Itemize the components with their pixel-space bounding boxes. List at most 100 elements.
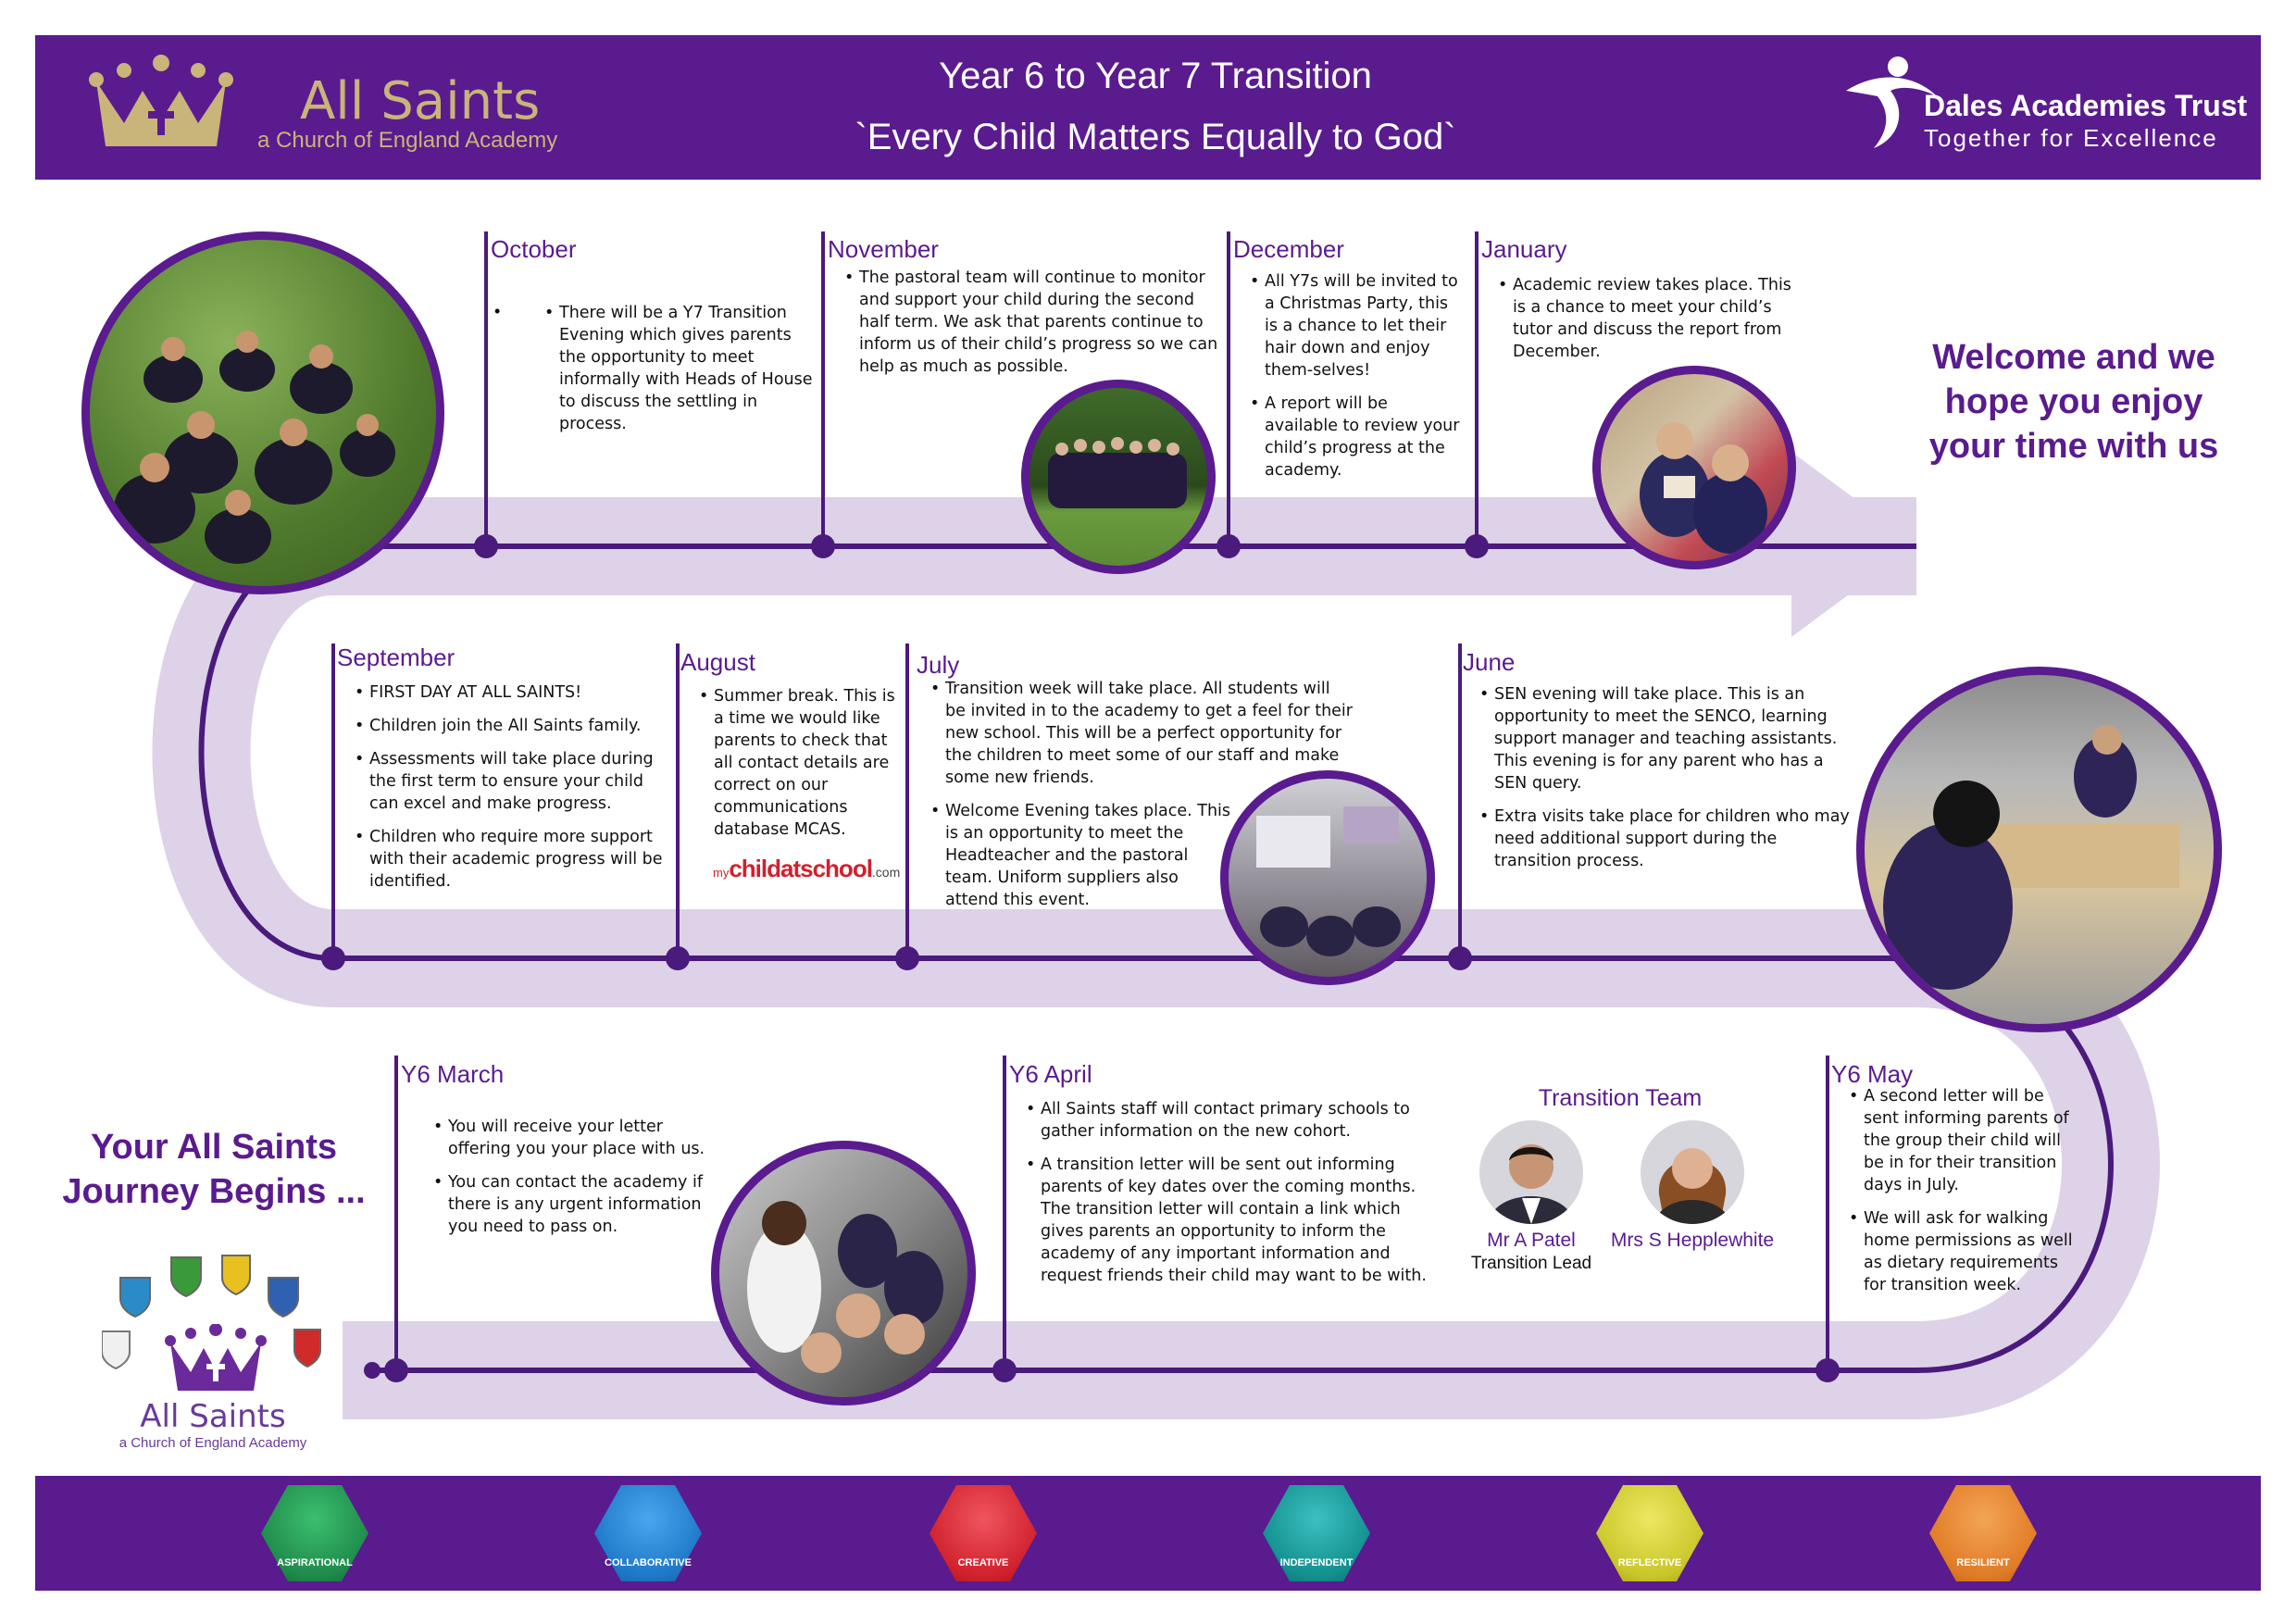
december-item: All Y7s will be invited to a Christmas P… xyxy=(1250,270,1463,381)
trust-logo-icon xyxy=(1841,54,1942,160)
march-text: You will receive your letter offering yo… xyxy=(433,1116,720,1249)
may-dot xyxy=(1816,1358,1840,1382)
photo-science-lesson xyxy=(711,1141,976,1405)
november-item: The pastoral team will continue to monit… xyxy=(844,267,1224,378)
photo-students-on-grass xyxy=(81,231,444,594)
may-text: A second letter will be sent informing p… xyxy=(1849,1085,2080,1307)
october-item: There will be a Y7 Transition Evening wh… xyxy=(544,302,813,435)
october-bullet: • xyxy=(494,302,501,320)
trust-name: Dales Academies Trust xyxy=(1924,89,2248,122)
crown-logo xyxy=(87,54,235,162)
april-item: All Saints staff will contact primary sc… xyxy=(1026,1098,1433,1143)
trust-tagline: Together for Excellence xyxy=(1924,124,2218,152)
march-line xyxy=(394,1056,398,1370)
team-member-role: Transition Lead xyxy=(1470,1254,1592,1273)
december-text: All Y7s will be invited to a Christmas P… xyxy=(1250,270,1463,493)
october-dot xyxy=(474,534,498,558)
january-heading: January xyxy=(1481,235,1567,263)
value-badge-independent: INDEPENDENT xyxy=(1263,1485,1370,1581)
avatar-mrs-hepplewhite xyxy=(1641,1120,1744,1224)
august-dot xyxy=(666,946,690,970)
all-saints-crown-icon xyxy=(165,1323,267,1403)
december-line xyxy=(1227,231,1230,546)
brand-name: All Saints xyxy=(300,71,541,131)
june-dot xyxy=(1448,946,1472,970)
partner-school-crests xyxy=(102,1255,321,1370)
october-text: There will be a Y7 Transition Evening wh… xyxy=(544,302,813,446)
welcome-message: Welcome and we hope you enjoy your time … xyxy=(1928,338,2219,466)
team-member-name: Mr A Patel xyxy=(1487,1230,1576,1251)
september-item: Children join the All Saints family. xyxy=(355,715,669,737)
avatar-mr-patel xyxy=(1479,1120,1583,1224)
december-dot xyxy=(1217,534,1241,558)
march-dot xyxy=(384,1358,408,1382)
footer-values-banner: ASPIRATIONAL COLLABORATIVE CREATIVE INDE… xyxy=(35,1476,2261,1591)
may-item: We will ask for walking home permissions… xyxy=(1849,1207,2080,1296)
page-title: Year 6 to Year 7 Transition xyxy=(939,56,1372,96)
value-badge-creative: CREATIVE xyxy=(930,1485,1037,1581)
value-badge-collaborative: COLLABORATIVE xyxy=(594,1485,702,1581)
september-line xyxy=(331,643,335,958)
august-text: Summer break. This is a time we would li… xyxy=(699,685,898,852)
may-item: A second letter will be sent informing p… xyxy=(1849,1085,2080,1196)
september-item: Assessments will take place during the f… xyxy=(355,748,669,815)
april-text: All Saints staff will contact primary sc… xyxy=(1026,1098,1433,1298)
september-item: Children who require more support with t… xyxy=(355,826,669,893)
may-line xyxy=(1826,1056,1829,1370)
july-item: Transition week will take place. All stu… xyxy=(930,678,1353,789)
journey-start-dot xyxy=(364,1362,381,1379)
october-heading: October xyxy=(491,235,577,263)
january-dot xyxy=(1465,534,1489,558)
march-heading: Y6 March xyxy=(401,1060,505,1088)
june-heading: June xyxy=(1463,648,1516,676)
photo-group-outdoors xyxy=(1021,380,1216,574)
value-badge-reflective: REFLECTIVE xyxy=(1596,1485,1703,1581)
photo-students-reading xyxy=(1592,366,1796,569)
september-text: FIRST DAY AT ALL SAINTS! Children join t… xyxy=(355,681,669,904)
bottom-brand-name: All Saints xyxy=(140,1398,286,1435)
may-heading: Y6 May xyxy=(1831,1060,1914,1088)
transition-team-title: Transition Team xyxy=(1538,1085,1703,1111)
november-dot xyxy=(811,534,835,558)
value-badge-resilient: RESILIENT xyxy=(1929,1485,2037,1581)
journey-begins-text: Your All Saints Journey Begins ... xyxy=(62,1128,366,1211)
august-line xyxy=(676,643,680,958)
july-text: Transition week will take place. All stu… xyxy=(930,678,1353,922)
december-heading: December xyxy=(1233,235,1344,263)
march-item: You can contact the academy if there is … xyxy=(433,1171,720,1238)
august-item: Summer break. This is a time we would li… xyxy=(699,685,898,841)
april-line xyxy=(1003,1056,1006,1370)
june-item: Extra visits take place for children who… xyxy=(1479,806,1850,872)
august-heading: August xyxy=(680,648,755,676)
january-item: Academic review takes place. This is a c… xyxy=(1498,274,1803,363)
july-dot xyxy=(895,946,919,970)
november-line xyxy=(821,231,825,546)
november-heading: November xyxy=(828,235,939,263)
september-item: FIRST DAY AT ALL SAINTS! xyxy=(355,681,669,704)
april-dot xyxy=(992,1358,1017,1382)
value-badge-aspirational: ASPIRATIONAL xyxy=(261,1485,368,1581)
june-line xyxy=(1458,643,1462,958)
january-text: Academic review takes place. This is a c… xyxy=(1498,274,1803,374)
photo-students-classroom xyxy=(1856,667,2222,1032)
september-dot xyxy=(321,946,345,970)
july-item: Welcome Evening takes place. This is an … xyxy=(930,800,1232,911)
march-item: You will receive your letter offering yo… xyxy=(433,1116,720,1160)
brand-tagline: a Church of England Academy xyxy=(257,128,558,153)
page-motto: `Every Child Matters Equally to God` xyxy=(855,117,1456,157)
july-line xyxy=(905,643,909,958)
team-member-name: Mrs S Hepplewhite xyxy=(1610,1230,1775,1251)
header-banner: All Saints a Church of England Academy Y… xyxy=(35,35,2261,180)
june-item: SEN evening will take place. This is an … xyxy=(1479,683,1850,794)
june-text: SEN evening will take place. This is an … xyxy=(1479,683,1850,883)
april-heading: Y6 April xyxy=(1009,1060,1092,1088)
april-item: A transition letter will be sent out inf… xyxy=(1026,1154,1433,1287)
january-line xyxy=(1475,231,1479,546)
mychildatschool-logo: mychildatschool.com xyxy=(713,855,901,882)
bottom-brand-tagline: a Church of England Academy xyxy=(119,1435,307,1451)
december-item: A report will be available to review you… xyxy=(1250,393,1463,481)
july-heading: July xyxy=(917,651,960,679)
october-line xyxy=(484,231,488,546)
november-text: The pastoral team will continue to monit… xyxy=(844,267,1224,389)
september-heading: September xyxy=(337,643,455,671)
